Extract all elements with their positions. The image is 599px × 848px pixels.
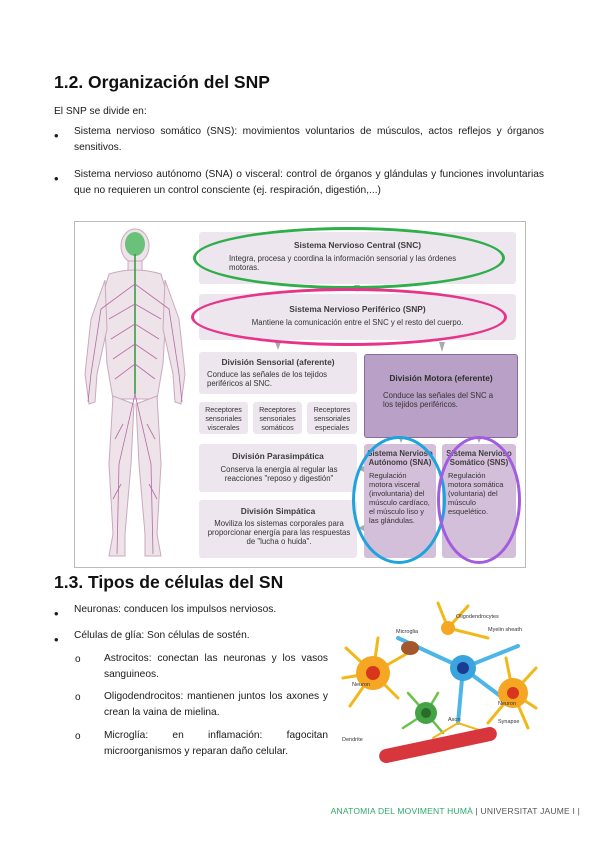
sna-box: Sistema Nervioso Autónomo (SNA) Regulaci… [364, 444, 436, 558]
label-microglia: Microglia [396, 629, 419, 635]
receptor-box-visceral: Receptores sensoriales viscerales [199, 402, 248, 434]
parasimpatica-desc: Conserva la energía al regular las reacc… [220, 465, 338, 483]
bullet-neuronas: Neuronas: conducen los impulsos nervioso… [74, 604, 277, 615]
snc-box: Sistema Nervioso Central (SNC) Integra, … [199, 232, 516, 284]
motora-box: División Motora (eferente) Conduce las s… [364, 354, 518, 438]
label-dendrite: Dendrite [342, 737, 363, 743]
sns-title: Sistema Nervioso Somático (SNS) [446, 449, 512, 467]
label-neuron-right: Neuron [498, 701, 516, 707]
circle-bullet-icon: o [75, 692, 81, 703]
parasimpatica-title: División Parasimpática [232, 451, 324, 461]
human-nervous-system-illustration [84, 228, 186, 557]
sns-desc: Regulación motora somática (voluntaria) … [448, 471, 504, 516]
snp-box: Sistema Nervioso Periférico (SNP) Mantie… [199, 294, 516, 340]
intro-text: El SNP se divide en: [54, 106, 147, 117]
simpatica-desc: Moviliza los sistemas corporales para pr… [207, 519, 351, 546]
receptor-box-special: Receptores sensoriales especiales [307, 402, 357, 434]
label-synapse: Synapse [498, 719, 519, 725]
snp-diagram: Sistema Nervioso Central (SNC) Integra, … [74, 221, 526, 568]
simpatica-box: División Simpática Moviliza los sistemas… [199, 500, 357, 558]
motora-desc: Conduce las señales del SNC a los tejido… [383, 391, 494, 409]
bullet-icon [54, 631, 61, 638]
circle-bullet-icon: o [75, 731, 81, 742]
simpatica-title: División Simpática [240, 506, 316, 516]
sub-astrocitos: Astrocitos: conectan las neuronas y los … [104, 653, 328, 680]
sub-oligodendrocitos: Oligodendrocitos: mantienen juntos los a… [104, 691, 328, 718]
sensorial-title: División Sensorial (aferente) [221, 357, 335, 367]
parasimpatica-box: División Parasimpática Conserva la energ… [199, 444, 357, 492]
snp-title: Sistema Nervioso Periférico (SNP) [289, 304, 426, 314]
receptor-visceral: Receptores sensoriales viscerales [205, 405, 242, 432]
receptor-box-somatic: Receptores sensoriales somáticos [253, 402, 302, 434]
sensorial-box: División Sensorial (aferente) Conduce la… [199, 352, 357, 394]
sna-title: Sistema Nervioso Autónomo (SNA) [367, 449, 433, 467]
snc-desc: Integra, procesa y coordina la informaci… [229, 254, 457, 272]
label-neuron-left: Neuron [352, 682, 370, 688]
label-oligodendrocytes: Oligodendrocytes [456, 614, 499, 620]
page-footer: ANATOMIA DEL MOVIMENT HUMÀ | UNIVERSITAT… [330, 806, 580, 816]
receptor-somatic: Receptores sensoriales somáticos [259, 405, 296, 432]
bullet-icon [54, 170, 61, 177]
bullet-sna: Sistema nervioso autónomo (SNA) o viscer… [74, 169, 544, 196]
sub-microglia: Microglía: en inflamación: fagocitan mic… [104, 730, 328, 757]
section-title-cells: 1.3. Tipos de células del SN [54, 572, 284, 592]
snc-title: Sistema Nervioso Central (SNC) [293, 240, 422, 250]
snp-desc: Mantiene la comunicación entre el SNC y … [251, 318, 464, 327]
sna-desc: Regulación motora visceral (involuntaria… [369, 471, 430, 525]
glial-cells-illustration: Microglia Oligodendrocytes Myelin sheath… [341, 601, 538, 764]
section-title-snp: 1.2. Organización del SNP [54, 72, 270, 92]
sensorial-desc: Conduce las señales de los tejidos perif… [207, 370, 328, 388]
bullet-glia: Células de glía: Son células de sostén. [74, 630, 250, 641]
motora-title: División Motora (eferente) [389, 373, 493, 383]
bullet-icon [54, 605, 61, 612]
label-axon: Axon [448, 717, 461, 723]
footer-course: ANATOMIA DEL MOVIMENT HUMÀ [330, 806, 473, 816]
bullet-sns: Sistema nervioso somático (SNS): movimie… [74, 126, 544, 153]
label-myelin-sheath: Myelin sheath [488, 627, 522, 633]
bullet-icon [54, 127, 61, 134]
footer-university: UNIVERSITAT JAUME I [480, 806, 576, 816]
receptor-special: Receptores sensoriales especiales [313, 405, 351, 432]
circle-bullet-icon: o [75, 654, 81, 665]
sns-box: Sistema Nervioso Somático (SNS) Regulaci… [442, 444, 516, 558]
